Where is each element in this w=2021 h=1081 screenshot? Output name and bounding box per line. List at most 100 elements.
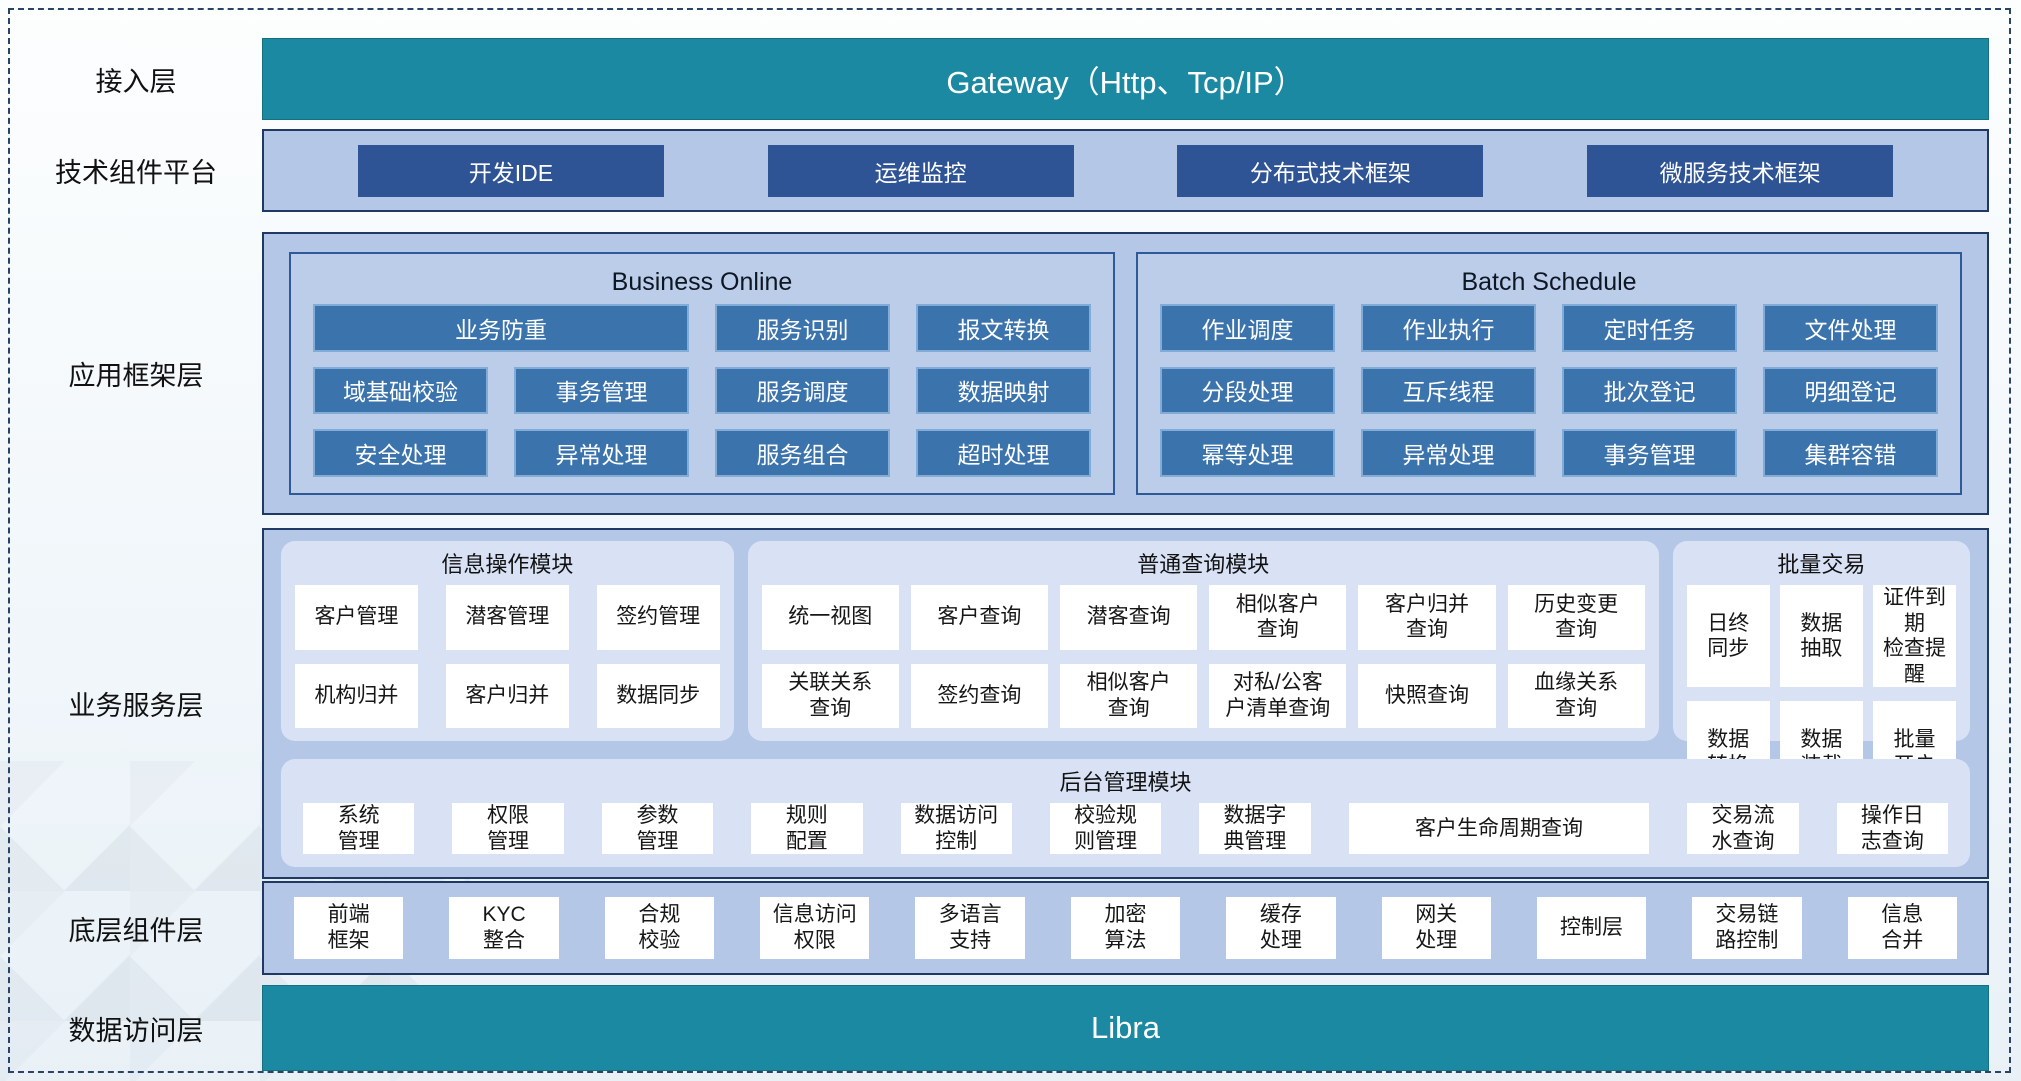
info-operation-item: 机构归并 [295, 663, 418, 728]
batch-schedule-box: Batch Schedule 作业调度作业执行定时任务文件处理分段处理互斥线程批… [1136, 252, 1962, 495]
general-query-module: 普通查询模块 统一视图客户查询潜客查询相似客户 查询客户归并 查询历史变更 查询… [747, 541, 1659, 741]
batch-schedule-item: 作业执行 [1361, 304, 1536, 352]
base-component-item: 信息访问 权限 [760, 897, 870, 959]
business-online-item: 超时处理 [916, 429, 1091, 477]
general-query-item: 统一视图 [761, 585, 899, 650]
info-operation-title: 信息操作模块 [441, 552, 574, 577]
info-operation-item: 客户管理 [295, 585, 418, 650]
data-access-label: 数据访问层 [68, 1015, 204, 1046]
business-online-item: 报文转换 [916, 304, 1091, 352]
general-query-item: 相似客户 查询 [1060, 663, 1198, 728]
general-query-item: 对私/公客 户清单查询 [1209, 663, 1347, 728]
info-operation-item: 客户归并 [445, 663, 569, 728]
layer-app-framework: 应用框架层 Business Online 业务防重服务识别报文转换域基础校验事… [10, 232, 1989, 515]
base-component-item: 控制层 [1536, 897, 1647, 959]
layer-business-service: 业务服务层 信息操作模块 客户管理潜客管理签约管理机构归并客户归并数据同步 普通… [10, 528, 1989, 879]
batch-schedule-item: 互斥线程 [1361, 366, 1536, 415]
business-online-title: Business Online [611, 268, 793, 296]
base-component-item: 缓存 处理 [1226, 897, 1336, 959]
batch-schedule-item: 文件处理 [1763, 304, 1938, 352]
general-query-item: 血缘关系 查询 [1507, 663, 1645, 728]
batch-trading-title: 批量交易 [1777, 552, 1866, 577]
batch-schedule-item: 明细登记 [1763, 366, 1938, 415]
base-component-item: 信息 合并 [1847, 897, 1957, 959]
backend-mgmt-item: 客户生命周期查询 [1348, 803, 1650, 855]
batch-trading-item: 数据 抽取 [1779, 585, 1863, 688]
base-component-label: 底层组件层 [68, 915, 204, 946]
batch-schedule-item: 分段处理 [1160, 366, 1335, 415]
batch-schedule-item: 集群容错 [1763, 429, 1938, 477]
base-component-panel: 前端 框架 KYC 整合合规 校验信息访问 权限多语言 支持加密 算法缓存 处理网… [262, 881, 1989, 975]
backend-mgmt-module: 后台管理模块 系统 管理权限 管理参数 管理规则 配置数据访问 控制校验规 则管… [281, 759, 1970, 868]
backend-mgmt-item: 数据字 典管理 [1199, 803, 1311, 855]
batch-schedule-item: 作业调度 [1160, 304, 1335, 352]
business-online-grid: 业务防重服务识别报文转换域基础校验事务管理服务调度数据映射安全处理异常处理服务组… [313, 304, 1091, 477]
general-query-grid: 统一视图客户查询潜客查询相似客户 查询 客户归并 查询历史变更 查询关联关系 查询… [761, 585, 1645, 728]
tech-platform-item: 分布式技术框架 [1177, 144, 1484, 197]
business-online-box: Business Online 业务防重服务识别报文转换域基础校验事务管理服务调… [289, 252, 1115, 495]
layer-tech-platform: 技术组件平台 开发IDE 运维监控 分布式技术框架 微服务技术框架 [10, 129, 1989, 212]
gateway-bar: Gateway（Http、Tcp/IP） [262, 38, 1989, 120]
business-online-item: 域基础校验 [313, 366, 488, 415]
layer-access: 接入层 Gateway（Http、Tcp/IP） [10, 38, 1989, 120]
batch-trading-item: 证件到期 检查提醒 [1872, 585, 1956, 688]
base-component-item: 加密 算法 [1070, 897, 1181, 959]
info-operation-grid: 客户管理潜客管理签约管理机构归并客户归并数据同步 [295, 585, 720, 728]
business-online-item: 服务调度 [715, 366, 890, 415]
business-online-item: 服务识别 [715, 304, 890, 352]
layer-data-access: 数据访问层 Libra [10, 985, 1989, 1071]
app-framework-label: 应用框架层 [68, 361, 204, 391]
base-component-item: KYC 整合 [449, 897, 559, 959]
general-query-item: 签约查询 [910, 663, 1048, 728]
libra-bar: Libra [262, 985, 1989, 1071]
general-query-item: 关联关系 查询 [761, 663, 899, 728]
backend-mgmt-row: 系统 管理权限 管理参数 管理规则 配置数据访问 控制校验规 则管理数据字 典管… [295, 803, 1956, 855]
app-framework-panel: Business Online 业务防重服务识别报文转换域基础校验事务管理服务调… [262, 232, 1989, 515]
layer-base-component: 底层组件层 前端 框架 KYC 整合合规 校验信息访问 权限多语言 支持加密 算法… [10, 881, 1989, 975]
backend-mgmt-item: 权限 管理 [452, 803, 564, 855]
tech-platform-item: 运维监控 [767, 144, 1074, 197]
tech-platform-panel: 开发IDE 运维监控 分布式技术框架 微服务技术框架 [262, 129, 1989, 212]
backend-mgmt-item: 规则 配置 [751, 803, 863, 855]
base-component-item: 网关 处理 [1381, 897, 1491, 959]
tech-platform-item: 微服务技术框架 [1587, 144, 1894, 197]
general-query-item: 快照查询 [1358, 663, 1496, 728]
business-online-item: 业务防重 [313, 304, 689, 352]
tech-platform-item: 开发IDE [357, 144, 664, 197]
batch-trading-item: 日终 同步 [1686, 585, 1770, 688]
base-component-item: 多语言 支持 [915, 897, 1025, 959]
backend-mgmt-item: 参数 管理 [601, 803, 714, 855]
general-query-item: 客户归并 查询 [1358, 585, 1496, 650]
tech-platform-label: 技术组件平台 [55, 158, 217, 188]
backend-mgmt-item: 系统 管理 [303, 803, 415, 855]
business-service-modules: 信息操作模块 客户管理潜客管理签约管理机构归并客户归并数据同步 普通查询模块 统… [281, 541, 1970, 804]
base-component-item: 前端 框架 [294, 897, 404, 959]
business-online-item: 事务管理 [514, 366, 689, 415]
info-operation-item: 签约管理 [596, 585, 720, 650]
batch-schedule-item: 批次登记 [1562, 366, 1737, 415]
layer-stack: 接入层 Gateway（Http、Tcp/IP） 技术组件平台 开发IDE 运维监… [10, 38, 1989, 1071]
general-query-item: 潜客查询 [1060, 585, 1198, 650]
backend-mgmt-item: 操作日 志查询 [1836, 803, 1949, 855]
business-service-panel: 信息操作模块 客户管理潜客管理签约管理机构归并客户归并数据同步 普通查询模块 统… [262, 528, 1989, 879]
info-operation-item: 潜客管理 [445, 585, 569, 650]
base-component-item: 交易链 路控制 [1692, 897, 1802, 959]
batch-schedule-item: 异常处理 [1361, 429, 1536, 477]
access-layer-label: 接入层 [95, 66, 177, 97]
batch-schedule-item: 事务管理 [1562, 429, 1737, 477]
backend-mgmt-title: 后台管理模块 [1059, 770, 1192, 795]
business-online-item: 安全处理 [313, 429, 488, 477]
general-query-item: 历史变更 查询 [1507, 585, 1645, 650]
business-online-item: 异常处理 [514, 429, 689, 477]
batch-schedule-grid: 作业调度作业执行定时任务文件处理分段处理互斥线程批次登记明细登记幂等处理异常处理… [1160, 304, 1938, 477]
business-online-item: 数据映射 [916, 366, 1091, 415]
backend-mgmt-item: 校验规 则管理 [1049, 803, 1162, 855]
info-operation-item: 数据同步 [596, 663, 720, 728]
general-query-item: 客户查询 [910, 585, 1048, 650]
business-service-label: 业务服务层 [68, 691, 204, 721]
backend-mgmt-item: 数据访问 控制 [900, 803, 1012, 855]
batch-schedule-title: Batch Schedule [1461, 268, 1637, 296]
base-component-item: 合规 校验 [604, 897, 715, 959]
